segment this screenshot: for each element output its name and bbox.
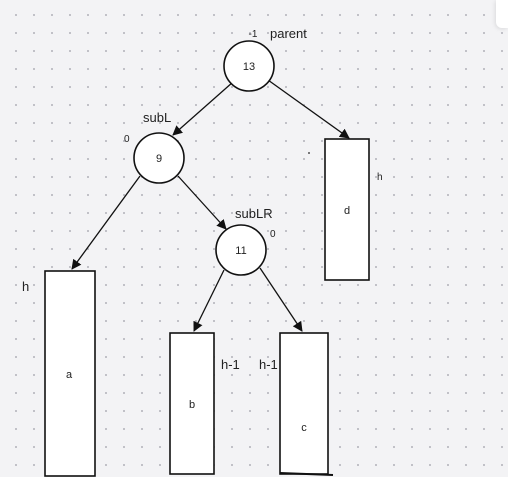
subtree-b-box <box>169 332 215 475</box>
node-subLR-key: 11 <box>235 245 246 257</box>
node-parent-key: 13 <box>243 61 255 73</box>
subtree-d-height: h <box>377 172 383 183</box>
node-subL-key: 9 <box>156 153 162 165</box>
subtree-a-box <box>44 270 96 477</box>
edge-subLR-c <box>259 267 303 332</box>
node-parent-circle <box>223 40 275 92</box>
subtree-b-label: b <box>189 399 195 411</box>
node-parent-balance-factor: -1 <box>249 29 258 40</box>
subtree-c: c <box>279 332 334 476</box>
node-subL-name: subL <box>143 110 171 125</box>
subtree-b: b <box>169 332 215 475</box>
subtree-d-box <box>324 138 370 281</box>
node-subLR: 11 <box>215 224 267 276</box>
node-subL: 9 <box>133 132 185 184</box>
subtree-d-label: d <box>344 205 350 217</box>
subtree-b-height: h-1 <box>221 357 240 372</box>
subtree-d: d <box>324 138 370 281</box>
edge-subL-a <box>71 175 141 270</box>
edge-subL-subLR <box>177 175 227 230</box>
subtree-c-box <box>279 332 329 475</box>
node-parent: 13 <box>223 40 275 92</box>
subtree-c-base-stroke <box>279 472 334 476</box>
subtree-a-height: h <box>22 279 29 294</box>
subtree-c-height: h-1 <box>259 357 278 372</box>
corner-panel-edge <box>496 0 508 28</box>
subtree-a: a <box>44 270 96 477</box>
node-subL-circle <box>133 132 185 184</box>
edge-parent-d <box>267 79 350 139</box>
edge-parent-subL <box>172 81 234 136</box>
node-parent-name: parent <box>270 26 307 41</box>
subtree-c-label: c <box>301 422 307 434</box>
node-subLR-circle <box>215 224 267 276</box>
node-subLR-balance-factor: 0 <box>270 229 276 240</box>
edge-subLR-b <box>193 269 225 332</box>
node-subL-balance-factor: 0 <box>124 134 130 145</box>
subtree-a-label: a <box>66 369 73 381</box>
stray-dot <box>308 152 310 154</box>
node-subLR-name: subLR <box>235 206 273 221</box>
